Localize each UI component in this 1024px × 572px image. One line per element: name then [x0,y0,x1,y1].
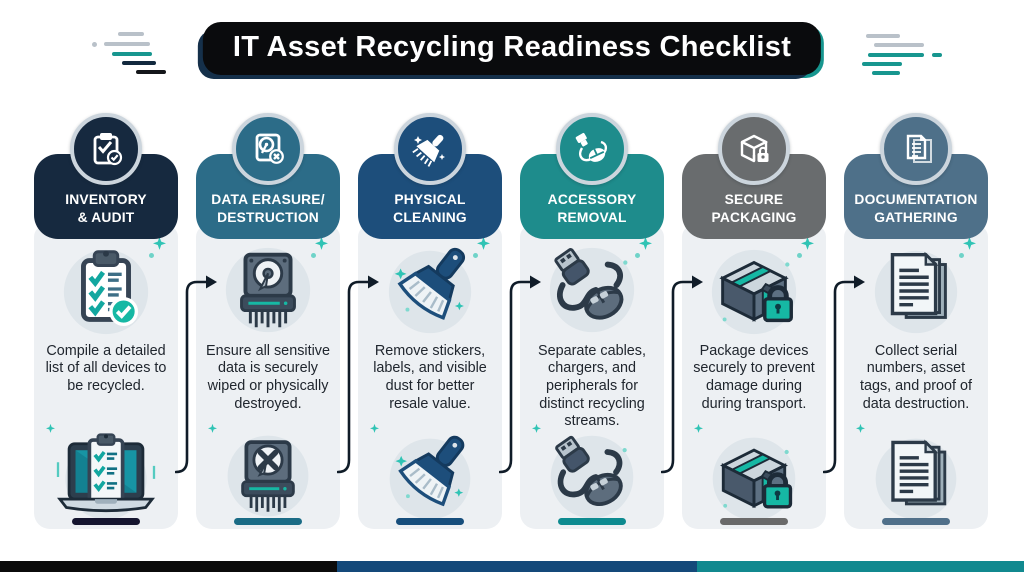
clipboard-check-icon [86,129,126,169]
step-underline [234,517,302,525]
step-underline [558,517,626,525]
step-badge [70,113,142,185]
checklist-step-3: PHYSICAL CLEANING Remove stickers, label… [358,113,502,529]
step-description: Compile a detailed list of all devices t… [45,342,167,394]
sparkle-icon [46,423,55,433]
page-title: IT Asset Recycling Readiness Checklist [202,22,822,75]
stacked-docs-icon [867,429,965,525]
step-underline [720,517,788,525]
title-banner: IT Asset Recycling Readiness Checklist [0,18,1024,80]
step-description: Collect serial numbers, asset tags, and … [859,342,972,412]
cable-mouse-icon [572,129,612,169]
speed-line [868,53,924,57]
step-badge [880,113,952,185]
step-underline [882,517,950,525]
step-underline [72,517,140,525]
step-title: ACCESSORY REMOVAL [520,154,664,239]
brush-icon [381,241,479,339]
harddrive-x-icon [248,129,288,169]
sparkle-icon [797,252,802,258]
step-description: Package devices securely to prevent dama… [693,342,815,412]
sparkle-icon [370,423,379,433]
speed-line [104,42,150,46]
step-description: Separate cables, chargers, and periphera… [537,342,646,430]
step-card: Package devices securely to prevent dama… [682,224,826,529]
box-lock-icon [705,241,803,339]
checklist-step-4: ACCESSORY REMOVAL Separate cables, charg… [520,113,664,529]
footer-segment [697,561,1024,572]
sparkle-icon [311,252,316,258]
speed-line [872,71,900,75]
checklist-step-2: DATA ERASURE/ DESTRUCTION Ensure all sen… [196,113,340,529]
sparkle-icon [532,423,541,433]
stacked-docs-icon [867,241,965,339]
speed-line [874,43,924,47]
footer-segment [337,561,697,572]
documents-icon [896,129,936,169]
checklist-step-6: DOCUMENTATION GATHERING Collect serial n… [844,113,988,529]
harddrive-x-shredder-icon [221,429,315,523]
step-card: Ensure all sensitive data is securely wi… [196,224,340,529]
sparkle-icon [149,252,154,258]
step-description: Remove stickers, labels, and visible dus… [373,342,487,412]
footer-bar [0,561,1024,572]
sparkle-icon [959,252,964,258]
sparkle-icon [473,252,478,258]
speed-line [932,53,942,57]
speed-dot [92,42,97,47]
sparkle-icon [856,423,865,433]
brush-icon [381,429,479,525]
step-card: Separate cables, chargers, and periphera… [520,224,664,529]
footer-segment [0,561,337,572]
harddrive-shredder-icon [219,241,317,339]
speed-line [136,70,166,74]
step-badge [232,113,304,185]
cleaning-brush-icon [410,129,450,169]
sparkle-icon [208,423,217,433]
checklist-step-1: INVENTORY & AUDIT Compile a detailed lis… [34,113,178,529]
clipboard-checklist-icon [57,241,155,339]
step-description: Ensure all sensitive data is securely wi… [206,342,330,412]
usb-mouse-icon [543,241,641,339]
step-title: SECURE PACKAGING [682,154,826,239]
step-badge [556,113,628,185]
step-card: Compile a detailed list of all devices t… [34,224,178,529]
step-card: Remove stickers, labels, and visible dus… [358,224,502,529]
speed-line [122,61,156,65]
laptop-checklist-icon [47,429,165,525]
step-badge [394,113,466,185]
step-card: Collect serial numbers, asset tags, and … [844,224,988,529]
box-lock-icon [705,429,803,525]
usb-mouse-icon [543,429,641,525]
sparkle-icon [694,423,703,433]
step-underline [396,517,464,525]
checklist-columns: INVENTORY & AUDIT Compile a detailed lis… [34,113,990,529]
secure-box-icon [734,129,774,169]
speed-line [112,52,152,56]
step-badge [718,113,790,185]
checklist-step-5: SECURE PACKAGING Package devices securel… [682,113,826,529]
speed-line [118,32,144,36]
speed-line [862,62,902,66]
speed-line [866,34,900,38]
sparkle-icon [635,252,640,258]
